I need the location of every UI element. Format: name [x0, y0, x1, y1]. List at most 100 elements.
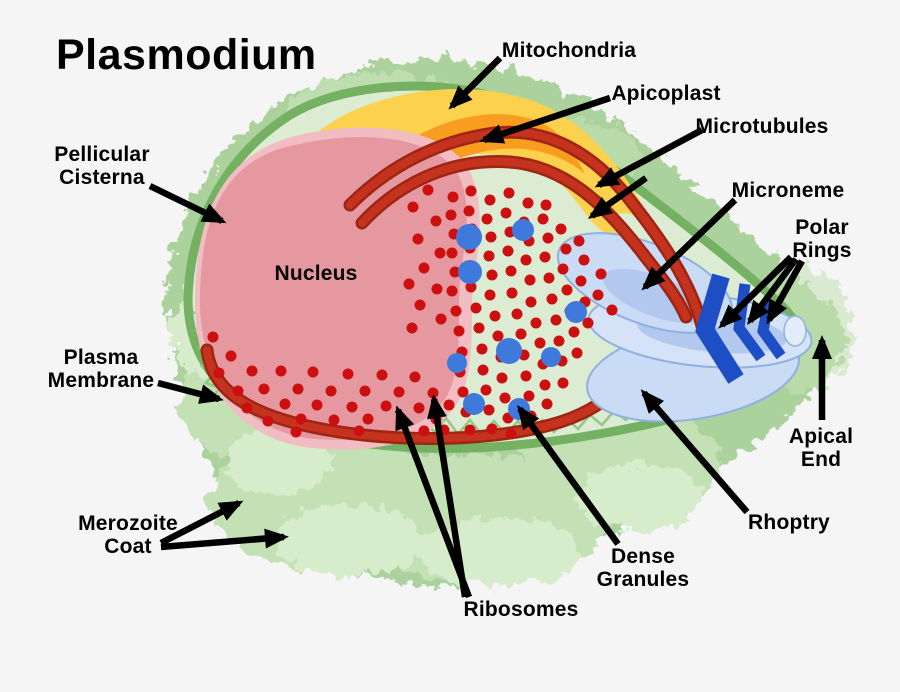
leader-arrows [148, 55, 832, 599]
ribosome-dot [414, 299, 426, 311]
arrow-apicoplast [479, 94, 612, 144]
ribosome-dot [557, 263, 569, 275]
ribosome-dot [449, 266, 461, 278]
ribosome-dot [311, 399, 323, 411]
label-microtubules: Microtubules [695, 115, 829, 138]
ribosome-dot [537, 213, 549, 225]
ribosome-dot [279, 398, 291, 410]
arrow-dense-granules [517, 404, 621, 546]
ribosome-dot [489, 310, 501, 322]
dense-granule [447, 353, 467, 373]
ribosome-dot [463, 205, 475, 217]
ribosome-dot [592, 289, 604, 301]
ribosome-dot [555, 223, 567, 235]
dense-granule [456, 224, 482, 250]
ribosome-dot [213, 367, 225, 379]
ribosome-dot [406, 322, 418, 334]
ribosome-dot [431, 283, 443, 295]
dense-granule [496, 338, 522, 364]
arrow-rhoptry [640, 389, 750, 515]
arrow-microneme [641, 197, 738, 291]
ribosome-dot [539, 251, 551, 263]
label-microneme: Microneme [731, 179, 845, 202]
ribosome-dot [430, 215, 442, 227]
ribosome-dot [464, 424, 476, 436]
ribosome-dot [435, 313, 447, 325]
label-apicoplast: Apicoplast [611, 82, 721, 105]
arrow-merozoite-coat-1 [159, 500, 244, 546]
ribosome-dot [539, 379, 551, 391]
ribosome-dot [325, 385, 337, 397]
ribosome-dot [534, 337, 546, 349]
arrow-microtubules-1 [594, 127, 704, 188]
ribosome-dot [453, 325, 465, 337]
arrow-mitochondria [448, 55, 503, 110]
ribosome-dot [241, 402, 253, 414]
arrow-polar-rings-3 [766, 259, 805, 325]
ribosome-dot [500, 207, 512, 219]
label-merozoite-coat: Merozoite Coat [78, 512, 178, 558]
ribosome-dot [486, 423, 498, 435]
arrow-polar-rings-2 [747, 257, 799, 326]
ribosome-dot [484, 289, 496, 301]
label-dense-granules: Dense Granules [596, 545, 690, 591]
arrow-plasma-membrane [157, 379, 224, 404]
ribosome-dot [362, 413, 374, 425]
ribosome-dot [447, 191, 459, 203]
ribosome-dot [246, 365, 258, 377]
dense-granule [541, 347, 561, 367]
ribosome-dot [470, 302, 482, 314]
ribosome-dot [445, 209, 457, 221]
label-polar-rings: Polar Rings [792, 216, 852, 262]
ribosome-dot [295, 413, 307, 425]
ribosome-dot [413, 402, 425, 414]
arrow-polar-rings-1 [718, 254, 794, 329]
apical-tip-opening [783, 315, 807, 347]
ribosome-dot [477, 364, 489, 376]
dense-granule [458, 260, 482, 284]
ribosome-dot [418, 425, 430, 437]
nucleus-shape [200, 137, 467, 440]
dense-granule [463, 393, 485, 415]
ribosome-dot [557, 377, 569, 389]
ribosome-dot [262, 415, 274, 427]
ribosome-dot [393, 386, 405, 398]
ribosome-dot [541, 398, 553, 410]
ribosome-dot [499, 392, 511, 404]
ribosome-dot [505, 265, 517, 277]
ribosome-dot [595, 268, 607, 280]
ribosome-dot [524, 274, 536, 286]
ribosome-dot [492, 330, 504, 342]
ribosome-dot [523, 390, 535, 402]
ribosome-dot [225, 350, 237, 362]
ribosome-dot [582, 317, 594, 329]
ribosome-dot [496, 372, 508, 384]
ribosome-dot [443, 399, 455, 411]
ribosome-dot [502, 245, 514, 257]
ribosome-dot [473, 322, 485, 334]
ribosome-dot [561, 284, 573, 296]
ribosome-dot [353, 425, 365, 437]
ribosome-dot [483, 250, 495, 262]
ribosome-dot [232, 385, 244, 397]
dense-granule [512, 219, 534, 241]
ribosome-dot [573, 235, 585, 247]
ribosome-dot [412, 233, 424, 245]
arrow-microtubules-2 [587, 175, 648, 219]
microtubule-band-bottom [200, 343, 617, 446]
ribosome-dot [427, 387, 439, 399]
dense-granule [565, 301, 587, 323]
ribosome-dot [422, 184, 434, 196]
ribosome-dot [328, 414, 340, 426]
ribosome-dot [550, 314, 562, 326]
ribosome-dot [568, 326, 580, 338]
ribosome-dot [525, 296, 537, 308]
apicoplast-shape [332, 114, 585, 236]
ribosome-dot [376, 369, 388, 381]
ribosome-dot [446, 247, 458, 259]
ribosome-dot [409, 371, 421, 383]
ribosome-dot [530, 317, 542, 329]
ribosome-dot [515, 328, 527, 340]
ribosome-dot [359, 385, 371, 397]
